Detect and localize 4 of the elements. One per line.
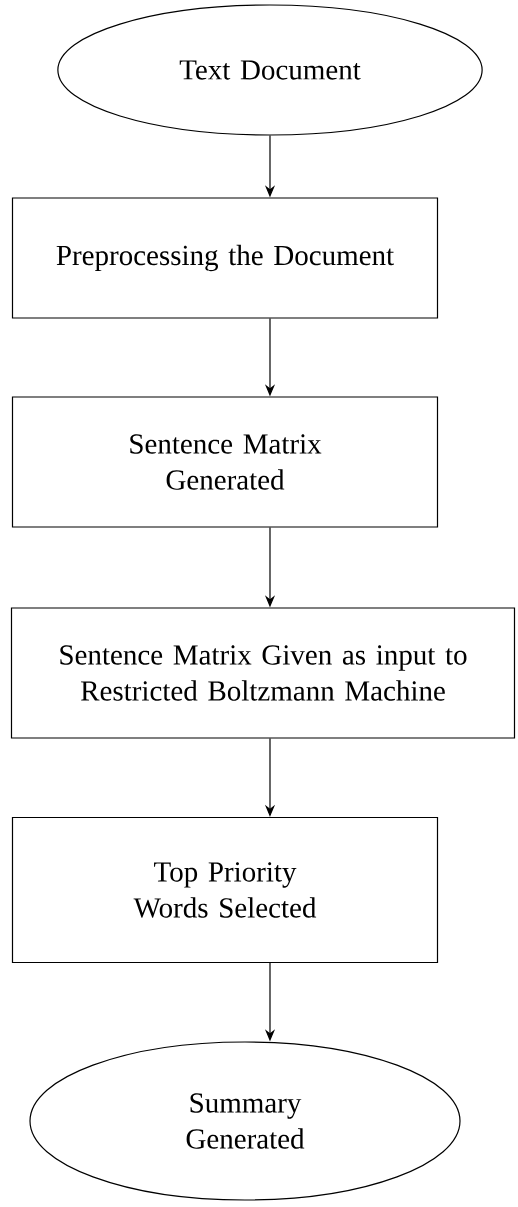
process-box: Top Priority Words Selected [11, 816, 439, 964]
process-box: Preprocessing the Document [11, 197, 439, 319]
process-box: Sentence Matrix Generated [11, 396, 439, 528]
process-box: Sentence Matrix Given as input to Restricted Boltzmann Machine [10, 607, 516, 739]
